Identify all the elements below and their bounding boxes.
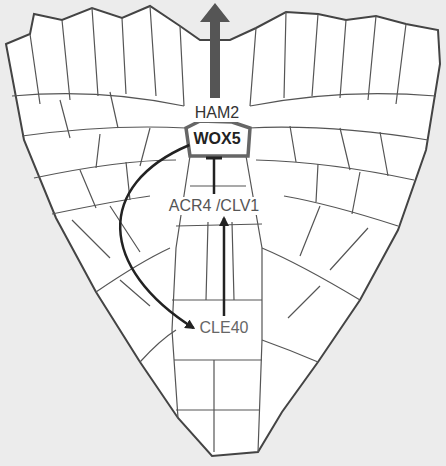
gene-label: HAM2 <box>193 104 241 122</box>
cell-walls <box>12 6 436 452</box>
cell-node: WOX5 <box>191 130 242 148</box>
root-outline <box>6 6 440 456</box>
gene-label: CLE40 <box>198 319 251 337</box>
gene-label: WOX5 <box>191 130 242 148</box>
cell-node: CLE40 <box>198 319 251 337</box>
growth-arrow <box>200 3 230 98</box>
gene-label: ACR4 /CLV1 <box>167 197 261 215</box>
cell-node: ACR4 /CLV1 <box>167 197 261 215</box>
regulation-connector <box>120 145 193 328</box>
wox5-cell-outline <box>186 121 250 156</box>
regulation-connector <box>223 218 224 316</box>
regulation-connector <box>206 158 222 194</box>
